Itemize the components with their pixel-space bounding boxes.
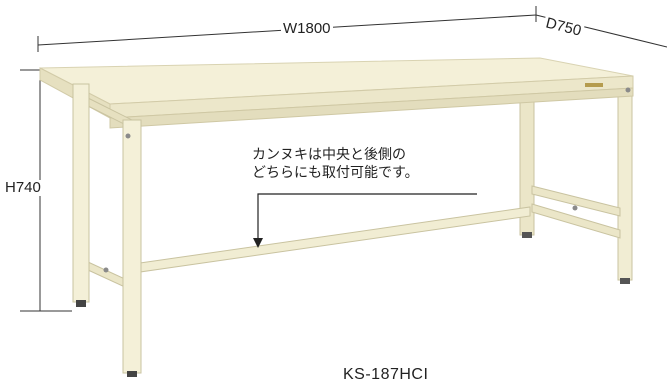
front-crossbar bbox=[139, 206, 531, 273]
label-plate bbox=[585, 83, 603, 87]
note-line-1: カンヌキは中央と後側の bbox=[252, 147, 406, 163]
note-arrow bbox=[253, 193, 477, 248]
right-side-frame bbox=[531, 185, 621, 239]
arrow-down-icon bbox=[253, 238, 263, 248]
front-apron bbox=[109, 87, 634, 129]
model-number: KS-187HCI bbox=[343, 366, 429, 383]
front-legs bbox=[72, 83, 142, 377]
note-line-2: どちらにも取付可能です。 bbox=[252, 165, 419, 181]
bolts bbox=[103, 87, 631, 273]
mounting-note: カンヌキは中央と後側の どちらにも取付可能です。 bbox=[252, 146, 419, 182]
height-label: H740 bbox=[3, 179, 43, 196]
width-label: W1800 bbox=[281, 20, 333, 37]
